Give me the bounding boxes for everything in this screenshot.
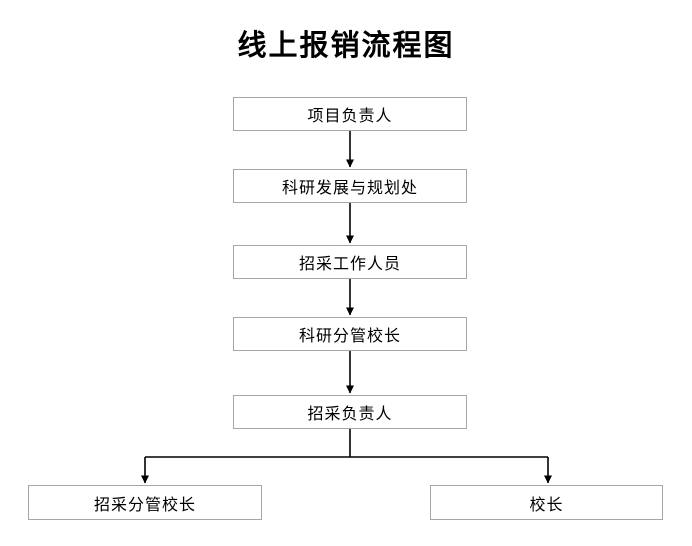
node-label: 招采分管校长 [93,494,196,514]
node-research-dev-planning: 科研发展与规划处 [233,169,467,203]
node-president: 校长 [430,485,663,520]
node-procurement-staff: 招采工作人员 [233,245,467,279]
node-research-vice-president: 科研分管校长 [233,317,467,351]
node-label: 科研分管校长 [298,326,401,345]
node-label: 招采负责人 [307,404,393,423]
branch-connector [145,429,548,458]
node-label: 科研发展与规划处 [281,178,418,197]
node-label: 招采工作人员 [298,254,401,273]
node-label: 项目负责人 [307,106,393,125]
node-project-leader: 项目负责人 [233,97,467,131]
diagram-title: 线上报销流程图 [237,28,455,62]
node-label: 校长 [529,494,564,514]
node-procurement-leader: 招采负责人 [233,395,467,429]
node-procurement-vice-president: 招采分管校长 [28,485,262,520]
